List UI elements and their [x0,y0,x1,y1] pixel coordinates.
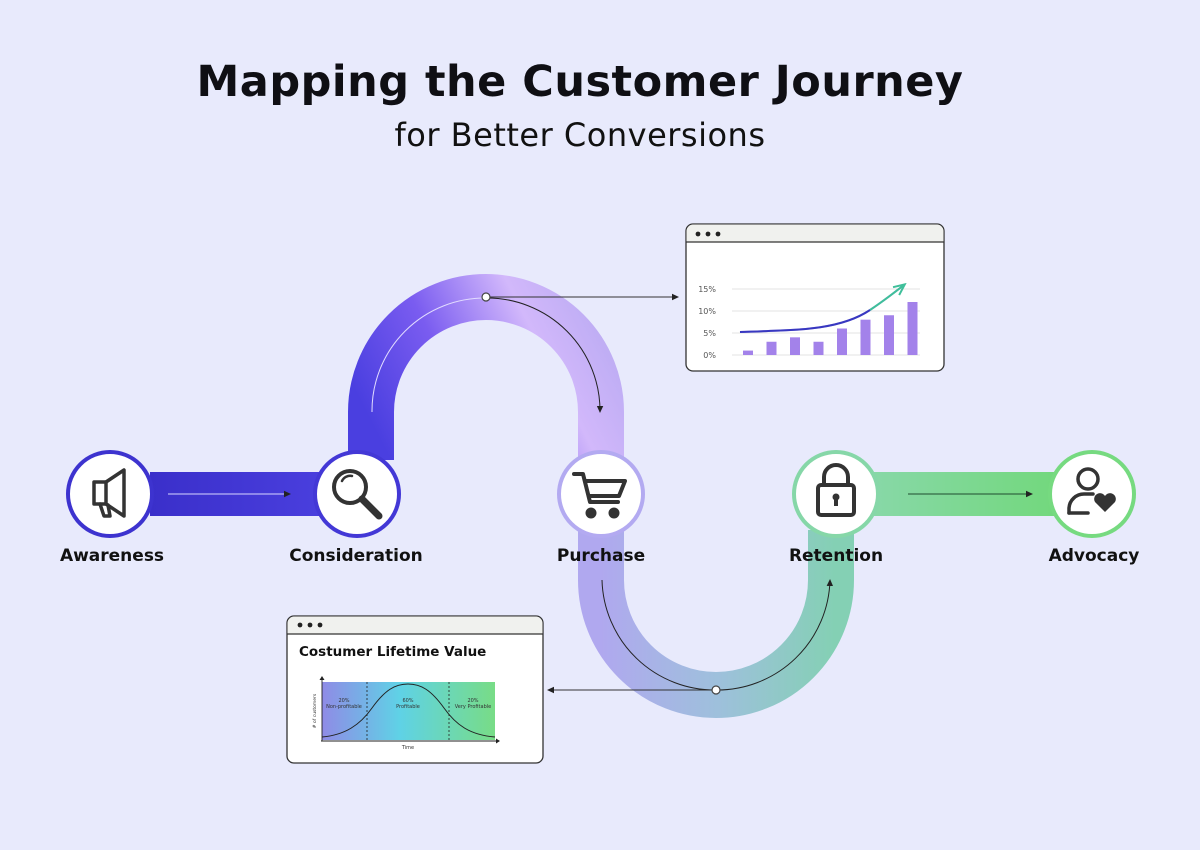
growth-y-tick-label: 10% [698,307,716,316]
growth-y-tick-label: 5% [703,329,716,338]
stage-awareness-circle [66,450,154,538]
clv-gradient-area [322,682,495,740]
person-heart-icon [1067,467,1116,515]
growth-bar [837,328,847,355]
connector-dot-bottom [711,685,721,695]
arch-arrow [485,297,604,413]
stage-retention: Retention [789,450,883,566]
page-subtitle: for Better Conversions [394,116,766,154]
u-inner-line [601,579,717,691]
growth-bar [884,315,894,355]
growth-card-titlebar [686,224,944,242]
stage-consideration-circle [313,450,401,538]
megaphone-icon [92,468,126,518]
arch-inner-line [371,297,487,413]
growth-trend-arrow [869,285,904,311]
growth-chart-card: 15% 10% 5% 0% [685,223,945,372]
page-title: Mapping the Customer Journey [196,57,964,107]
stage-label: Purchase [557,546,645,566]
clv-card: Costumer Lifetime Value 20% Non-profitab… [286,615,544,764]
clv-segment-label: Very Profitable [455,704,491,710]
growth-bar [907,302,918,355]
connector-dot-top [481,292,491,302]
clv-segment-label: Non-profitable [326,704,362,710]
clv-curve [321,683,496,738]
window-dot [297,622,303,628]
shopping-cart-icon [572,472,627,519]
stage-advocacy: Advocacy [1048,450,1140,566]
window-dot [695,231,701,237]
stage-label: Advocacy [1049,546,1140,566]
window-dot [715,231,721,237]
growth-bar [790,337,800,355]
window-dot [705,231,711,237]
growth-bar [766,341,777,355]
growth-bar [813,341,824,355]
clv-x-label: Time [401,745,414,751]
padlock-icon [816,463,856,517]
stage-purchase: Purchase [557,450,645,566]
growth-y-tick-label: 0% [703,351,716,360]
stage-awareness: Awareness [60,450,164,566]
stage-consideration: Consideration [289,450,423,566]
growth-bars [743,302,918,355]
window-dot [317,622,323,628]
path-u-curve [578,530,854,718]
growth-card-frame [685,223,945,372]
clv-card-titlebar [287,616,543,634]
clv-segment-percent: 60% [402,698,413,704]
path-arch [348,274,624,470]
stage-label: Consideration [289,546,423,566]
stage-label: Awareness [60,546,164,566]
growth-bar [860,319,871,355]
clv-segment-label: Profitable [396,704,420,710]
growth-bar [743,350,753,355]
u-arrow [715,579,834,691]
clv-y-label: # of customers [312,693,318,728]
clv-title: Costumer Lifetime Value [299,644,486,660]
stage-label: Retention [789,546,883,566]
clv-segment-percent: 20% [467,698,478,704]
magnifier-icon [332,469,383,520]
growth-y-tick-label: 15% [698,285,716,294]
journey-path [150,274,1060,718]
clv-segment-percent: 20% [338,698,349,704]
window-dot [307,622,313,628]
